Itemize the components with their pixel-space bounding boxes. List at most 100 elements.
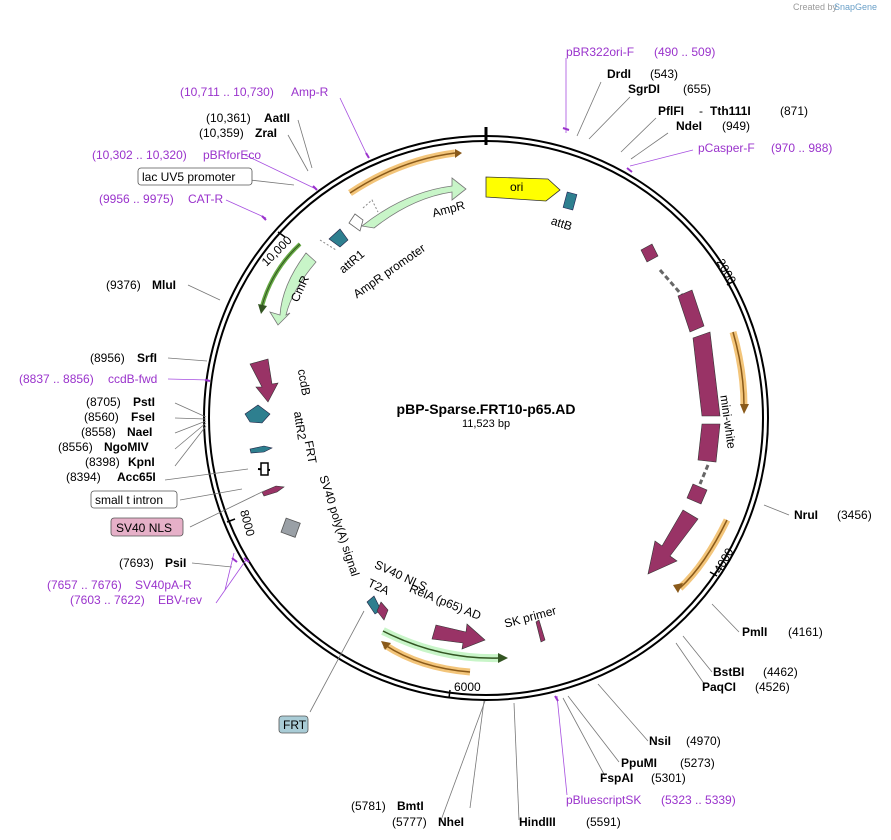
attr2-feature[interactable] bbox=[244, 404, 271, 424]
lac-uv5-promoter-box[interactable] bbox=[137, 167, 253, 186]
primer-pbrforeco[interactable]: pBRforEco bbox=[203, 148, 261, 162]
site-nhei[interactable]: NheI bbox=[438, 815, 464, 829]
primer-amp-r[interactable]: Amp-R bbox=[291, 85, 329, 99]
ampr-outer-arrowhead bbox=[455, 149, 462, 158]
white-orange-arrow2 bbox=[673, 583, 683, 593]
t2a-label: T2A bbox=[366, 576, 392, 598]
snapgene-logo: SnapGene bbox=[834, 2, 877, 12]
site-fsei[interactable]: FseI bbox=[131, 410, 155, 424]
primer-ebv-rev-range: (7603 .. 7622) bbox=[70, 593, 145, 607]
primer-pbr322ori-f-range: (490 .. 509) bbox=[654, 45, 715, 59]
primer-sv40pa-r[interactable]: SV40pA-R bbox=[135, 578, 192, 592]
primer-pbrforeco-range: (10,302 .. 10,320) bbox=[92, 148, 187, 162]
ampr-promoter-feature[interactable] bbox=[348, 213, 364, 232]
sv40-polya-feature[interactable] bbox=[280, 517, 301, 538]
site-mlui[interactable]: MluI bbox=[152, 278, 176, 292]
site-drdi[interactable]: DrdI bbox=[607, 67, 631, 81]
primer-pcasper-f[interactable]: pCasper-F bbox=[698, 141, 755, 155]
site-ppumi[interactable]: PpuMI bbox=[621, 756, 657, 770]
site-nrui[interactable]: NruI bbox=[794, 508, 818, 522]
site-ndei[interactable]: NdeI bbox=[676, 119, 702, 133]
primer-pbr322ori-f[interactable]: pBR322ori-F bbox=[566, 45, 634, 59]
site-psti-pos: (8705) bbox=[86, 395, 121, 409]
mini-white-seg4[interactable] bbox=[697, 423, 721, 463]
sv40-nls-feature-bottom[interactable] bbox=[376, 601, 389, 621]
mini-white-seg1[interactable] bbox=[640, 243, 659, 263]
primer-cat-r-range: (9956 .. 9975) bbox=[99, 192, 174, 206]
site-bmti[interactable]: BmtI bbox=[397, 799, 424, 813]
mini-white-seg6[interactable] bbox=[647, 509, 699, 575]
site-pmli[interactable]: PmlI bbox=[742, 625, 767, 639]
sv40-nls-box[interactable] bbox=[110, 517, 184, 537]
mini-white-seg5[interactable] bbox=[686, 483, 708, 505]
site-paqci[interactable]: PaqCI bbox=[702, 680, 736, 694]
site-pmli-pos: (4161) bbox=[788, 625, 823, 639]
rela-label: RelA (p65) AD bbox=[407, 581, 483, 623]
rela-feature[interactable] bbox=[431, 623, 486, 650]
ori-feature[interactable] bbox=[485, 176, 561, 202]
small-t-intron-box-label: small t intron bbox=[95, 493, 163, 507]
site-sgrdi[interactable]: SgrDI bbox=[628, 82, 660, 96]
site-psti[interactable]: PstI bbox=[133, 395, 155, 409]
primer-pcasper-f-range: (970 .. 988) bbox=[771, 141, 832, 155]
frt-box[interactable] bbox=[278, 715, 309, 734]
attr2-label: attR2 bbox=[291, 410, 309, 441]
site-mlui-pos: (9376) bbox=[106, 278, 141, 292]
ampr-promoter-label: AmpR promoter bbox=[351, 241, 428, 301]
mini-white-seg3[interactable] bbox=[692, 331, 721, 417]
credit-text: Created by bbox=[793, 2, 838, 12]
site-drdi-pos: (543) bbox=[650, 67, 678, 81]
site-nrui-pos: (3456) bbox=[837, 508, 872, 522]
site-bstbi[interactable]: BstBI bbox=[713, 665, 744, 679]
site-acc65i[interactable]: Acc65I bbox=[117, 470, 156, 484]
site-aatii[interactable]: AatII bbox=[264, 111, 290, 125]
site-ngomiv[interactable]: NgoMIV bbox=[104, 440, 149, 454]
attr1-feature[interactable] bbox=[328, 228, 349, 248]
site-bmti-pos: (5781) bbox=[351, 799, 386, 813]
site-kpni-pos: (8398) bbox=[85, 455, 120, 469]
site-fsei-pos: (8560) bbox=[84, 410, 119, 424]
site-aatii-pos: (10,361) bbox=[206, 111, 251, 125]
small-t-intron-feature[interactable] bbox=[257, 462, 271, 476]
tick-6000: 6000 bbox=[448, 680, 481, 699]
site-pflfi[interactable]: PflFI bbox=[658, 104, 684, 118]
primer-cat-r[interactable]: CAT-R bbox=[188, 192, 223, 206]
ampr-outer-arc-line bbox=[349, 152, 456, 194]
svg-text:6000: 6000 bbox=[454, 680, 481, 694]
site-fspai[interactable]: FspAI bbox=[600, 771, 633, 785]
sk-primer-feature[interactable] bbox=[535, 619, 546, 643]
small-t-intron-box[interactable] bbox=[90, 490, 178, 509]
site-psii[interactable]: PsiI bbox=[165, 556, 186, 570]
primer-pbluescriptsk[interactable]: pBluescriptSK bbox=[566, 793, 641, 807]
site-psii-pos: (7693) bbox=[119, 556, 154, 570]
sv40-nls-feature-left[interactable] bbox=[261, 485, 285, 497]
mini-white-seg2[interactable] bbox=[677, 289, 705, 333]
site-ngomiv-pos: (8556) bbox=[58, 440, 93, 454]
site-tth111i[interactable]: Tth111I bbox=[710, 104, 751, 118]
frt-feature[interactable] bbox=[249, 445, 273, 454]
site-acc65i-pos: (8394) bbox=[66, 470, 101, 484]
site-bstbi-pos: (4462) bbox=[763, 665, 798, 679]
site-nsii[interactable]: NsiI bbox=[649, 734, 671, 748]
primer-ebv-rev[interactable]: EBV-rev bbox=[158, 593, 202, 607]
svg-text:2000: 2000 bbox=[714, 256, 740, 286]
primer-ccdb-fwd[interactable]: ccdB-fwd bbox=[108, 372, 157, 386]
site-pflfi-pos: (871) bbox=[780, 104, 808, 118]
site-zrai[interactable]: ZraI bbox=[255, 126, 277, 140]
site-paqci-pos: (4526) bbox=[755, 680, 790, 694]
site-hindiii[interactable]: HindIII bbox=[519, 815, 556, 829]
ampr-outer-arc bbox=[348, 149, 456, 196]
attb-feature[interactable] bbox=[562, 191, 578, 211]
site-nsii-pos: (4970) bbox=[686, 734, 721, 748]
site-srfi[interactable]: SrfI bbox=[137, 351, 157, 365]
ccdb-feature[interactable] bbox=[249, 358, 279, 403]
ampr-feature[interactable] bbox=[361, 177, 467, 229]
cmr-feature[interactable] bbox=[269, 252, 317, 326]
site-ppumi-pos: (5273) bbox=[680, 756, 715, 770]
site-naei[interactable]: NaeI bbox=[127, 425, 152, 439]
site-kpni[interactable]: KpnI bbox=[128, 455, 155, 469]
white-orange-arc1 bbox=[729, 331, 748, 407]
sv40-polya-label: SV40 poly(A) signal bbox=[316, 473, 362, 578]
ampr-label: AmpR bbox=[431, 198, 467, 220]
